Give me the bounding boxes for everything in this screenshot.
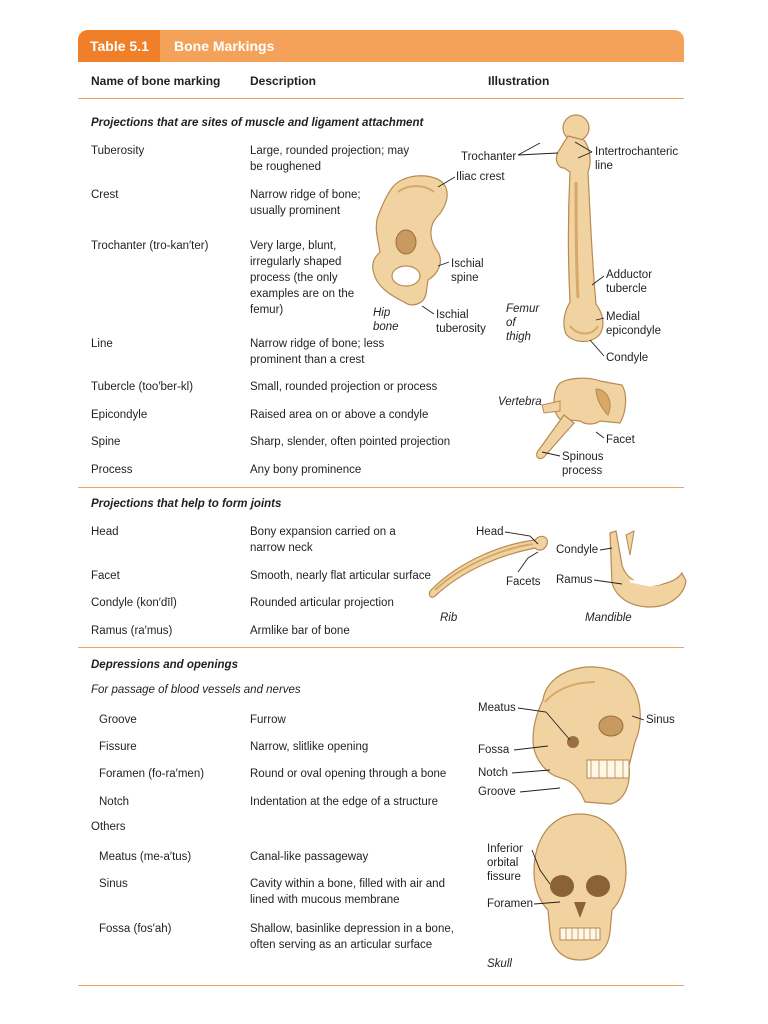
label-trochanter: Trochanter [461, 151, 517, 163]
label-sinus: Sinus [646, 714, 675, 726]
vertebra-illustration [536, 377, 627, 460]
label-mandible-condyle: Condyle [556, 544, 599, 556]
marking-name: Trochanter (tro-kan′ter) [91, 240, 209, 252]
marking-description: Narrow, slitlike opening [250, 741, 369, 753]
marking-name: Line [91, 338, 113, 350]
table-title: Bone Markings [174, 38, 275, 54]
caption-skull: Skull [487, 958, 512, 970]
marking-description: Armlike bar of bone [250, 625, 350, 637]
marking-name: Tuberosity [91, 145, 145, 157]
marking-name: Crest [91, 189, 119, 201]
label-medial-epicondyle: Medial epicondyle [606, 311, 661, 337]
label-foramen: Foramen [487, 898, 534, 910]
section-divider [78, 647, 684, 648]
subsection-title-others: Others [91, 821, 126, 833]
marking-name: Condyle (kon′dīl) [91, 597, 177, 609]
table-header-bar: Table 5.1 Bone Markings [78, 30, 684, 62]
marking-description: Rounded articular projection [250, 597, 394, 609]
marking-description: Cavity within a bone, filled with air an… [250, 878, 445, 906]
marking-description: Small, rounded projection or process [250, 381, 438, 393]
marking-name: Fossa (fos′ah) [99, 923, 172, 935]
label-femur-condyle: Condyle [606, 352, 649, 364]
hip-bone-illustration [372, 175, 448, 306]
marking-name: Facet [91, 570, 120, 582]
label-rib-head: Head [476, 526, 504, 538]
header-divider [78, 98, 684, 99]
marking-name: Spine [91, 436, 121, 448]
marking-description: Furrow [250, 714, 286, 726]
caption-vertebra: Vertebra [498, 396, 542, 408]
caption-mandible: Mandible [585, 612, 632, 624]
caption-rib: Rib [440, 612, 458, 624]
marking-description: Narrow ridge of bone; less prominent tha… [250, 338, 385, 366]
skull-front-illustration [533, 813, 627, 961]
label-fossa: Fossa [478, 744, 510, 756]
marking-name: Sinus [99, 878, 128, 890]
column-heading-description: Description [250, 74, 317, 88]
caption-hip-bone: Hip bone [373, 307, 399, 333]
marking-description: Narrow ridge of bone; usually prominent [250, 189, 361, 217]
marking-name: Process [91, 464, 133, 476]
marking-name: Foramen (fo-ra′men) [99, 768, 205, 780]
marking-name: Notch [99, 796, 130, 808]
marking-description: Raised area on or above a condyle [250, 409, 429, 421]
label-iliac-crest: Iliac crest [456, 171, 505, 183]
label-ischial-spine: Ischial spine [451, 258, 484, 284]
section-divider [78, 487, 684, 488]
marking-description: Indentation at the edge of a structure [250, 796, 438, 808]
marking-description: Any bony prominence [250, 464, 362, 476]
skull-side-illustration [532, 666, 641, 805]
mandible-illustration [609, 530, 687, 608]
table-number-tab [78, 30, 160, 62]
marking-description: Large, rounded projection; may be roughe… [250, 145, 410, 173]
marking-description: Sharp, slender, often pointed projection [250, 436, 451, 448]
femur-illustration [555, 114, 604, 343]
label-groove: Groove [478, 786, 516, 798]
label-ischial-tuberosity: Ischial tuberosity [436, 309, 486, 335]
marking-name: Fissure [99, 741, 137, 753]
label-intertrochanteric-line: Intertrochanteric line [595, 146, 679, 172]
label-rib-facets: Facets [506, 576, 541, 588]
marking-description: Round or oval opening through a bone [250, 768, 447, 780]
rib-illustration [428, 535, 548, 598]
column-heading-name: Name of bone marking [91, 74, 221, 88]
marking-description: Smooth, nearly flat articular surface [250, 570, 431, 582]
label-spinous-process: Spinous process [562, 451, 604, 477]
table-bottom-rule [78, 985, 684, 986]
marking-name: Groove [99, 714, 137, 726]
marking-name: Meatus (me-a′tus) [99, 851, 192, 863]
label-facet: Facet [606, 434, 635, 446]
caption-femur-of-thigh: Femur of thigh [506, 303, 540, 343]
marking-name: Head [91, 526, 119, 538]
table-number: Table 5.1 [90, 38, 149, 54]
label-inferior-orbital-fissure: Inferior orbital fissure [487, 843, 523, 883]
section-title-attachment: Projections that are sites of muscle and… [91, 117, 424, 129]
marking-description: Canal-like passageway [250, 851, 369, 863]
column-heading-illustration: Illustration [488, 74, 550, 88]
marking-name: Tubercle (too′ber-kl) [91, 381, 194, 393]
label-notch: Notch [478, 767, 509, 779]
section-title-joints: Projections that help to form joints [91, 498, 282, 510]
marking-name: Ramus (ra′mus) [91, 625, 173, 637]
marking-description: Bony expansion carried on a narrow neck [250, 526, 396, 554]
subsection-title-passage: For passage of blood vessels and nerves [91, 684, 301, 696]
section-title-depressions: Depressions and openings [91, 659, 238, 671]
label-ramus: Ramus [556, 574, 593, 586]
marking-name: Epicondyle [91, 409, 148, 421]
label-adductor-tubercle: Adductor tubercle [606, 269, 653, 295]
label-meatus: Meatus [478, 702, 516, 714]
marking-description: Shallow, basinlike depression in a bone,… [250, 923, 454, 951]
marking-description: Very large, blunt, irregularly shaped pr… [250, 240, 355, 316]
